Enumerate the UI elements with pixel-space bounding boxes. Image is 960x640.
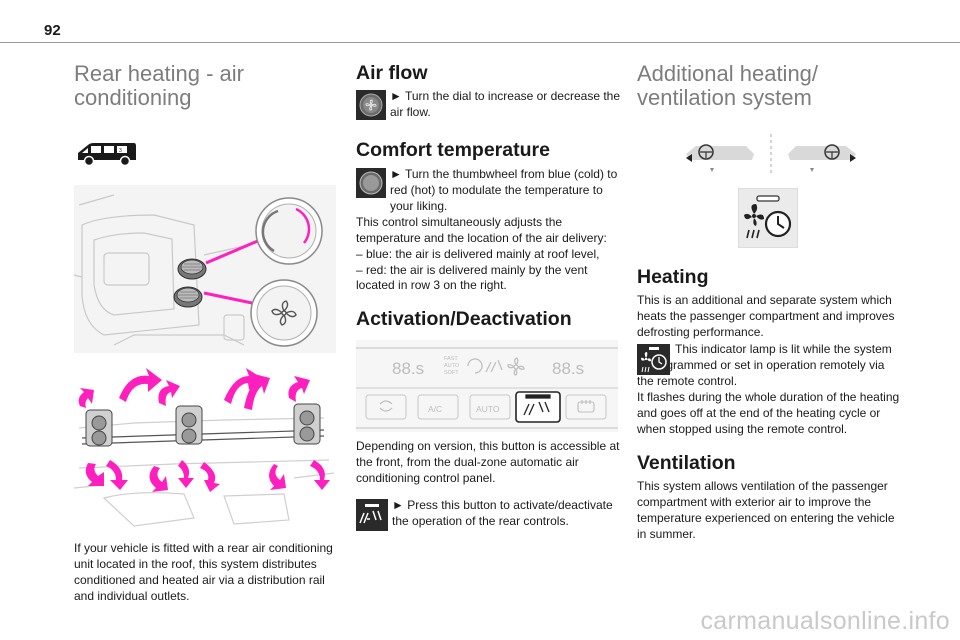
fan-dial-icon — [356, 90, 386, 125]
ventilation-description: This system allows ventilation of the pa… — [637, 479, 895, 542]
heating-indicator-illustration — [737, 187, 799, 253]
column-controls: Air flow ► Turn the dial to increase or … — [356, 62, 620, 332]
page-number: 92 — [44, 22, 61, 39]
comfort-item-red: – red: the air is delivered mainly by th… — [356, 262, 588, 293]
column-additional-heating: Additional heating/ ventilation system — [637, 62, 901, 109]
svg-text:3: 3 — [119, 148, 122, 154]
heading-air-flow: Air flow — [356, 62, 428, 84]
heading-comfort-temperature: Comfort temperature — [356, 139, 550, 162]
thumbwheel-zoom — [255, 197, 323, 265]
comfort-explanation: This control simultaneously adjusts the … — [356, 214, 607, 245]
van-silhouette-icon: 3 — [74, 140, 138, 173]
mode-text-soft: SOFT — [444, 370, 459, 376]
comfort-instruction: ► Turn the thumbwheel from blue (cold) t… — [390, 166, 618, 213]
rear-heating-description: If your vehicle is fitted with a rear ai… — [74, 541, 333, 603]
mode-text-fast: FAST — [444, 356, 458, 362]
roof-vents-illustration — [73, 368, 336, 537]
rear-controls-button-highlight — [523, 394, 551, 416]
left-temp-display: 88.s — [392, 359, 424, 378]
rear-control-knobs-illustration — [73, 185, 336, 358]
column-rear-heating: Rear heating - air conditioning — [74, 62, 336, 109]
ac-button-label: A/C — [428, 404, 442, 414]
header-rule — [0, 42, 960, 43]
activation-instruction: ► Press this button to activate/deactiva… — [392, 498, 613, 528]
mode-text-auto: AUTO — [444, 363, 460, 369]
section-title-rear-heating: Rear heating - air conditioning — [74, 61, 244, 110]
left-hand-and-right-hand-drive-icon — [686, 132, 856, 181]
watermark: carmanualsonline.info — [700, 607, 950, 635]
heating-description: This is an additional and separate syste… — [637, 293, 895, 340]
heating-section: Heating This is an additional and separa… — [637, 266, 901, 543]
air-flow-knob — [173, 286, 203, 308]
heating-indicator-description: This indicator lamp is lit while the sys… — [637, 342, 892, 389]
thumbwheel-knob — [177, 258, 207, 280]
auto-button-label: AUTO — [476, 404, 500, 414]
heading-ventilation: Ventilation — [637, 451, 736, 474]
rear-controls-button-icon — [356, 499, 388, 536]
comfort-item-blue: – blue: the air is delivered mainly at r… — [356, 246, 600, 261]
section-title-additional-heating: Additional heating/ ventilation system — [637, 61, 819, 110]
right-temp-display: 88.s — [552, 359, 584, 378]
heading-activation: Activation/Deactivation — [356, 308, 572, 331]
heating-indicator-lamp-icon — [637, 344, 670, 380]
fan-dial-zoom — [250, 279, 318, 347]
thumbwheel-icon — [356, 167, 386, 203]
heating-flash-description: It flashes during the whole duration of … — [637, 390, 900, 437]
activation-description: Depending on version, this button is acc… — [356, 439, 620, 485]
front-ac-control-panel: 88.s 88.s FAST AUTO SOFT A/C AUTO — [356, 340, 618, 437]
air-flow-instruction: ► Turn the dial to increase or decrease … — [390, 89, 621, 120]
heading-heating: Heating — [637, 266, 709, 288]
